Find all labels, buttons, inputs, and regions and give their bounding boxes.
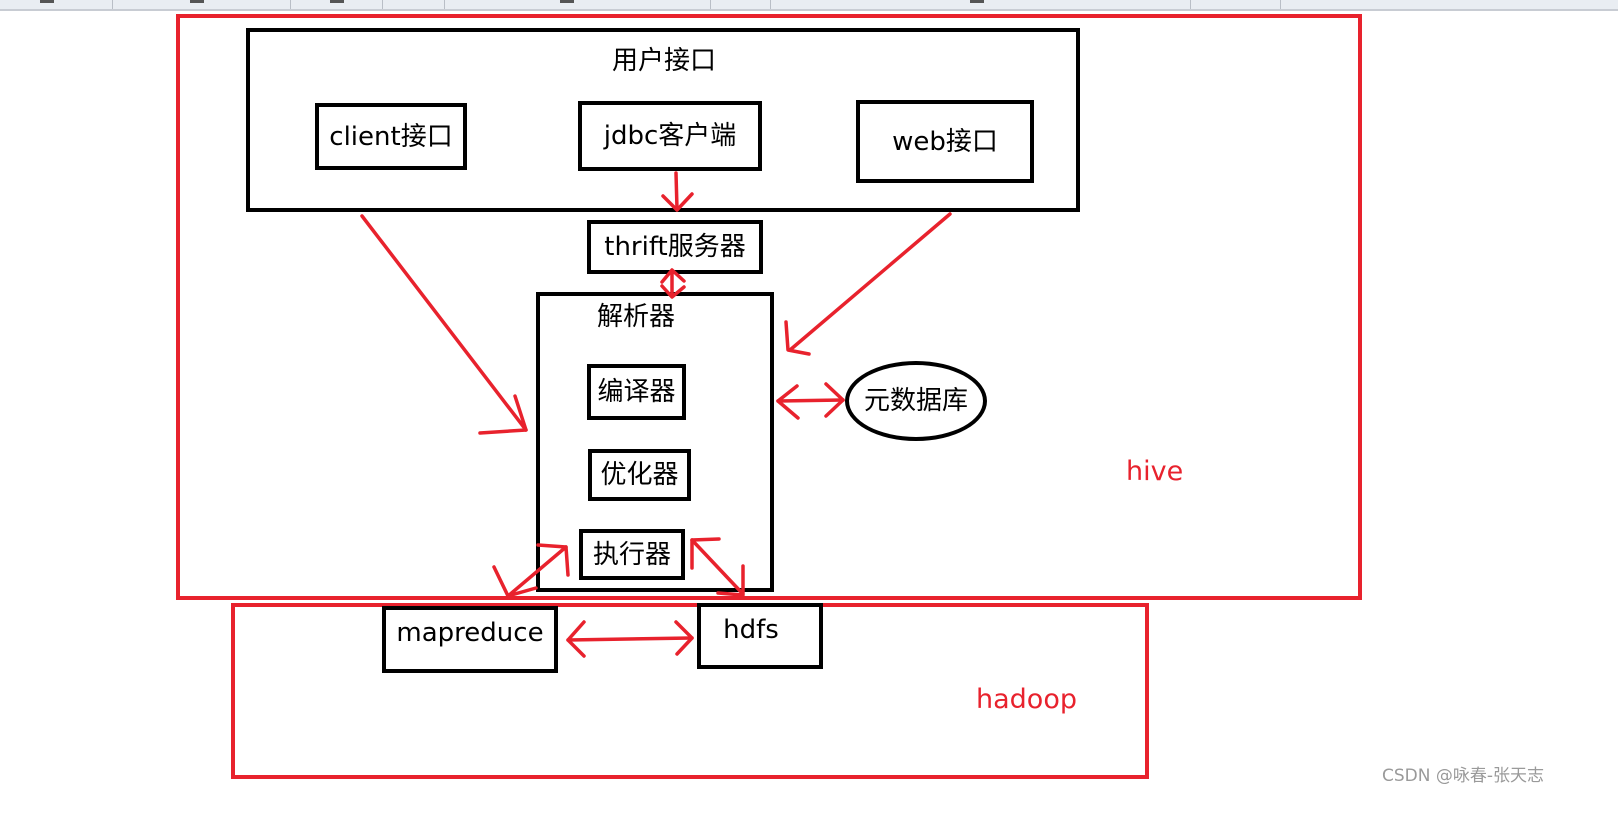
mapreduce-hdfs-arrow: [566, 620, 694, 658]
web-to-parser-arrow: [784, 212, 952, 356]
executor-label: 执行器: [592, 539, 671, 570]
user-interface-title: 用户接口: [612, 46, 717, 76]
mapreduce-box: mapreduce: [382, 606, 558, 673]
column-divider: [444, 0, 445, 9]
client-interface-box: client接口: [315, 103, 467, 170]
optimizer-box: 优化器: [588, 449, 691, 501]
cut-text-fragment: [560, 0, 574, 3]
metastore-label: 元数据库: [863, 386, 968, 416]
mapreduce-label: mapreduce: [396, 617, 544, 648]
executor-mapreduce-arrow: [492, 543, 570, 598]
compiler-box: 编译器: [587, 364, 686, 420]
cut-text-fragment: [190, 0, 204, 3]
column-divider: [1280, 0, 1281, 9]
hive-label: hive: [1126, 456, 1184, 487]
web-interface-box: web接口: [856, 100, 1034, 183]
web-interface-label: web接口: [892, 126, 998, 157]
cut-text-fragment: [330, 0, 344, 3]
executor-box: 执行器: [579, 529, 685, 580]
hdfs-box: hdfs: [697, 603, 823, 669]
compiler-label: 编译器: [597, 377, 676, 407]
hive-boundary: [176, 14, 1362, 600]
jdbc-client-box: jdbc客户端: [578, 101, 762, 171]
thrift-parser-arrow: [660, 268, 686, 299]
hdfs-label: hdfs: [723, 615, 779, 645]
column-divider: [770, 0, 771, 9]
client-interface-label: client接口: [329, 121, 453, 152]
thrift-server-label: thrift服务器: [604, 232, 746, 262]
column-divider: [382, 0, 383, 9]
cut-text-fragment: [970, 0, 984, 3]
jdbc-to-thrift-arrow: [661, 171, 694, 212]
column-divider: [710, 0, 711, 9]
column-divider: [290, 0, 291, 9]
optimizer-label: 优化器: [600, 460, 679, 490]
executor-hdfs-arrow: [690, 537, 745, 597]
metastore-ellipse: 元数据库: [845, 361, 987, 441]
cut-text-fragment: [40, 0, 54, 3]
jdbc-client-label: jdbc客户端: [603, 121, 737, 151]
watermark: CSDN @咏春-张天志: [1382, 766, 1545, 786]
parser-title: 解析器: [597, 302, 676, 332]
hadoop-label: hadoop: [976, 684, 1077, 715]
hadoop-boundary: [231, 603, 1149, 779]
column-divider: [112, 0, 113, 9]
client-to-parser-arrow: [360, 214, 528, 435]
column-divider: [1190, 0, 1191, 9]
parser-metastore-arrow: [776, 382, 845, 420]
top-strip: [0, 0, 1618, 11]
